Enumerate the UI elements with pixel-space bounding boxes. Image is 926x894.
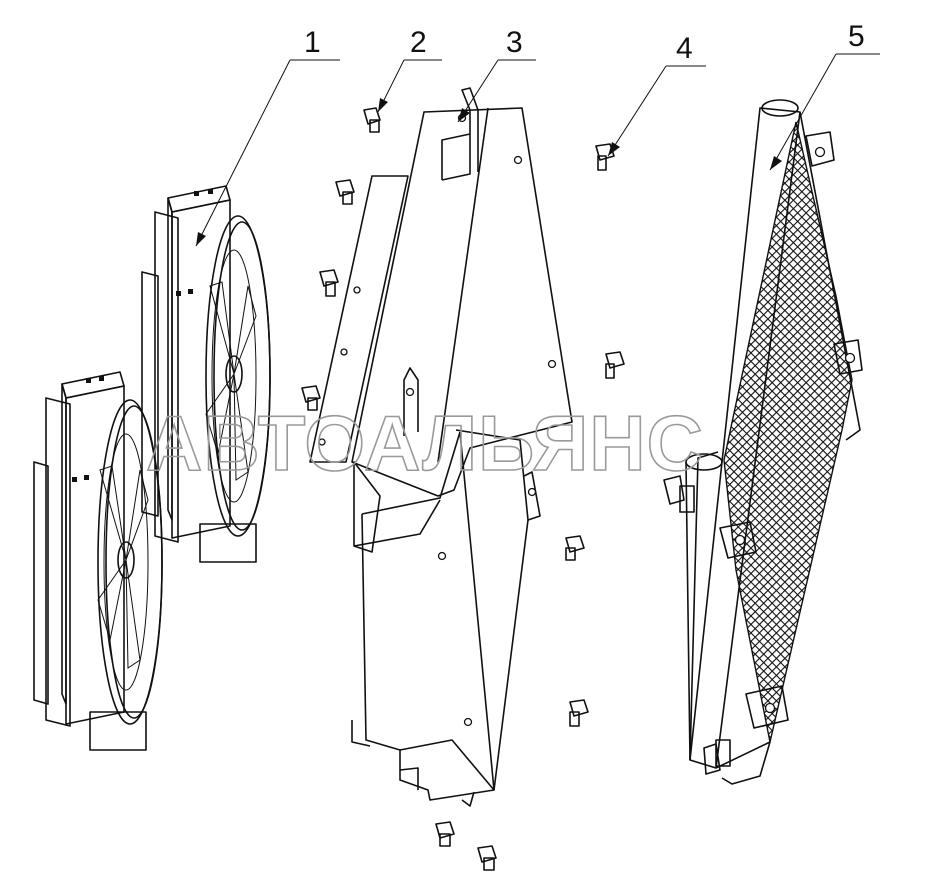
- bolt: [319, 269, 339, 297]
- bolt: [569, 699, 589, 727]
- fan-shroud-bracket: [309, 87, 573, 807]
- bolt: [595, 143, 615, 171]
- bolt: [435, 821, 455, 847]
- bolt: [565, 535, 585, 561]
- callout-5-label: 5: [848, 20, 865, 53]
- bolt: [477, 845, 497, 871]
- bolt: [335, 179, 355, 205]
- callout-3: 3: [457, 26, 536, 123]
- callout-4-label: 4: [676, 32, 693, 65]
- callout-2-label: 2: [410, 26, 427, 59]
- bolt: [301, 385, 321, 411]
- callout-4: 4: [607, 32, 706, 157]
- callout-1-label: 1: [304, 26, 321, 59]
- bolt: [605, 351, 625, 379]
- bolts-left-column: [301, 107, 497, 871]
- watermark-text: АВТОАЛЬЯНС: [146, 399, 704, 487]
- fan-assembly-lower: [33, 371, 163, 751]
- callout-5: 5: [769, 20, 880, 171]
- callout-3-label: 3: [506, 26, 523, 59]
- callout-1: 1: [195, 26, 340, 247]
- bolt: [363, 107, 381, 133]
- callout-2: 2: [377, 26, 442, 113]
- bolts-right-column: [565, 143, 625, 727]
- fan-assembly-upper: [141, 185, 271, 563]
- radiator-core: [663, 99, 863, 785]
